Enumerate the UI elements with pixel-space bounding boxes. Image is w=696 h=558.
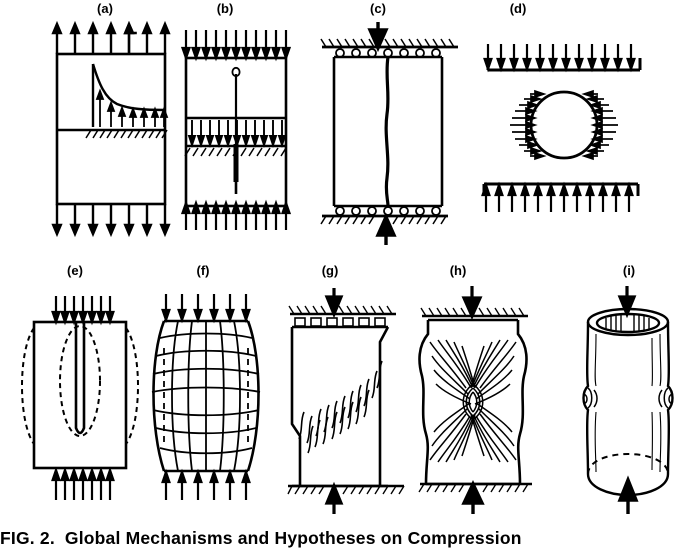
panel-g-load-arrow-bottom xyxy=(324,481,344,514)
panel-f-reference-dashed xyxy=(163,348,249,444)
panel-label-a: (a) xyxy=(97,1,113,16)
panel-h-chevron-microbuckling xyxy=(414,284,544,516)
panel-f-arrows-top xyxy=(161,294,251,324)
panel-c-axial-split-crack xyxy=(384,56,390,207)
panel-label-f: (f) xyxy=(196,263,210,278)
figure-caption: FIG. 2. Global Mechanisms and Hypotheses … xyxy=(0,528,696,549)
panel-e-central-notch xyxy=(74,322,86,435)
panel-c-load-arrow-top xyxy=(367,22,389,53)
panel-label-c: (c) xyxy=(370,1,386,16)
panel-h-chevron-fibers xyxy=(429,339,517,463)
panel-d-lateral-arrows-right xyxy=(581,89,618,161)
panel-c-axial-splitting xyxy=(316,14,466,249)
panel-label-i: (i) xyxy=(622,263,636,278)
panel-label-g: (g) xyxy=(321,263,339,278)
panel-c-hatching-bottom xyxy=(320,215,447,225)
panel-d-arrows-top xyxy=(483,44,636,73)
panel-c-load-arrow-bottom xyxy=(375,212,397,245)
panel-b-arrows-top xyxy=(180,30,292,62)
panel-h-load-arrow-bottom xyxy=(461,480,485,514)
figure-caption-number: FIG. 2. xyxy=(0,528,55,548)
panel-g-rollers-top xyxy=(294,317,386,327)
panel-i-bulge-detail xyxy=(583,387,673,409)
panel-e-arrows-top xyxy=(51,296,115,326)
panel-e-specimen-body xyxy=(32,320,128,470)
panel-a-tensile-stress-concentration xyxy=(45,20,185,238)
panel-d-lateral-arrows-left xyxy=(510,89,547,161)
panel-d-circular-disc-lateral-pressure xyxy=(472,22,692,222)
panel-f-barrelled-deformed-mesh xyxy=(150,288,280,510)
panel-g-hatching-top xyxy=(288,305,393,315)
panel-i-cylinder-walls xyxy=(582,321,674,475)
panel-label-h: (h) xyxy=(449,263,467,278)
panel-label-e: (e) xyxy=(67,263,83,278)
panel-a-arrows-top xyxy=(51,20,171,54)
panel-g-specimen-body xyxy=(290,325,390,488)
panel-d-arrows-bottom xyxy=(481,181,634,212)
panel-h-load-arrow-top xyxy=(461,286,483,320)
panel-i-cylinder-bulge xyxy=(566,282,694,516)
panel-g-hatching-bottom xyxy=(287,485,405,495)
panel-h-specimen-body xyxy=(418,318,528,486)
panel-a-hatching xyxy=(85,129,168,139)
panel-h-hatching-bottom xyxy=(418,483,529,493)
panel-g-inclined-kink-band xyxy=(287,284,413,516)
panel-g-kink-band-fibers xyxy=(298,360,383,454)
panel-i-load-arrow-bottom xyxy=(617,475,639,514)
panel-e-buckling-contour-dashed xyxy=(21,325,139,445)
panel-h-hatching-top xyxy=(420,307,525,317)
panel-f-mesh-vertical xyxy=(171,320,241,472)
panel-i-bore-hatching xyxy=(605,315,650,331)
panel-a-stress-distribution-curve xyxy=(91,63,166,127)
panel-c-hatching-top xyxy=(320,38,455,48)
panel-b-central-crack xyxy=(231,66,241,194)
panel-i-cylinder-top-rim xyxy=(586,307,670,337)
panel-f-arrows-bottom xyxy=(161,468,251,500)
panel-a-arrows-bottom xyxy=(51,204,171,238)
panel-label-b: (b) xyxy=(216,1,234,16)
panel-d-circular-specimen xyxy=(529,90,599,160)
panel-c-rollers-bottom xyxy=(335,206,441,216)
figure-caption-text: Global Mechanisms and Hypotheses on Comp… xyxy=(64,528,522,548)
panel-b-arrows-bottom xyxy=(180,199,292,230)
panel-i-load-arrow-top xyxy=(617,286,637,319)
panel-b-crack-uniform-stress xyxy=(176,22,306,237)
panel-label-d: (d) xyxy=(509,1,527,16)
panel-a-stress-arrows xyxy=(95,88,169,127)
panel-i-surface-shading xyxy=(594,333,662,473)
panel-i-cylinder-bottom-rim-dashed xyxy=(587,452,669,475)
panel-e-arrows-bottom xyxy=(51,466,115,500)
panel-g-load-arrow-top xyxy=(324,288,344,319)
panel-e-notched-specimen-buckling xyxy=(18,288,158,510)
